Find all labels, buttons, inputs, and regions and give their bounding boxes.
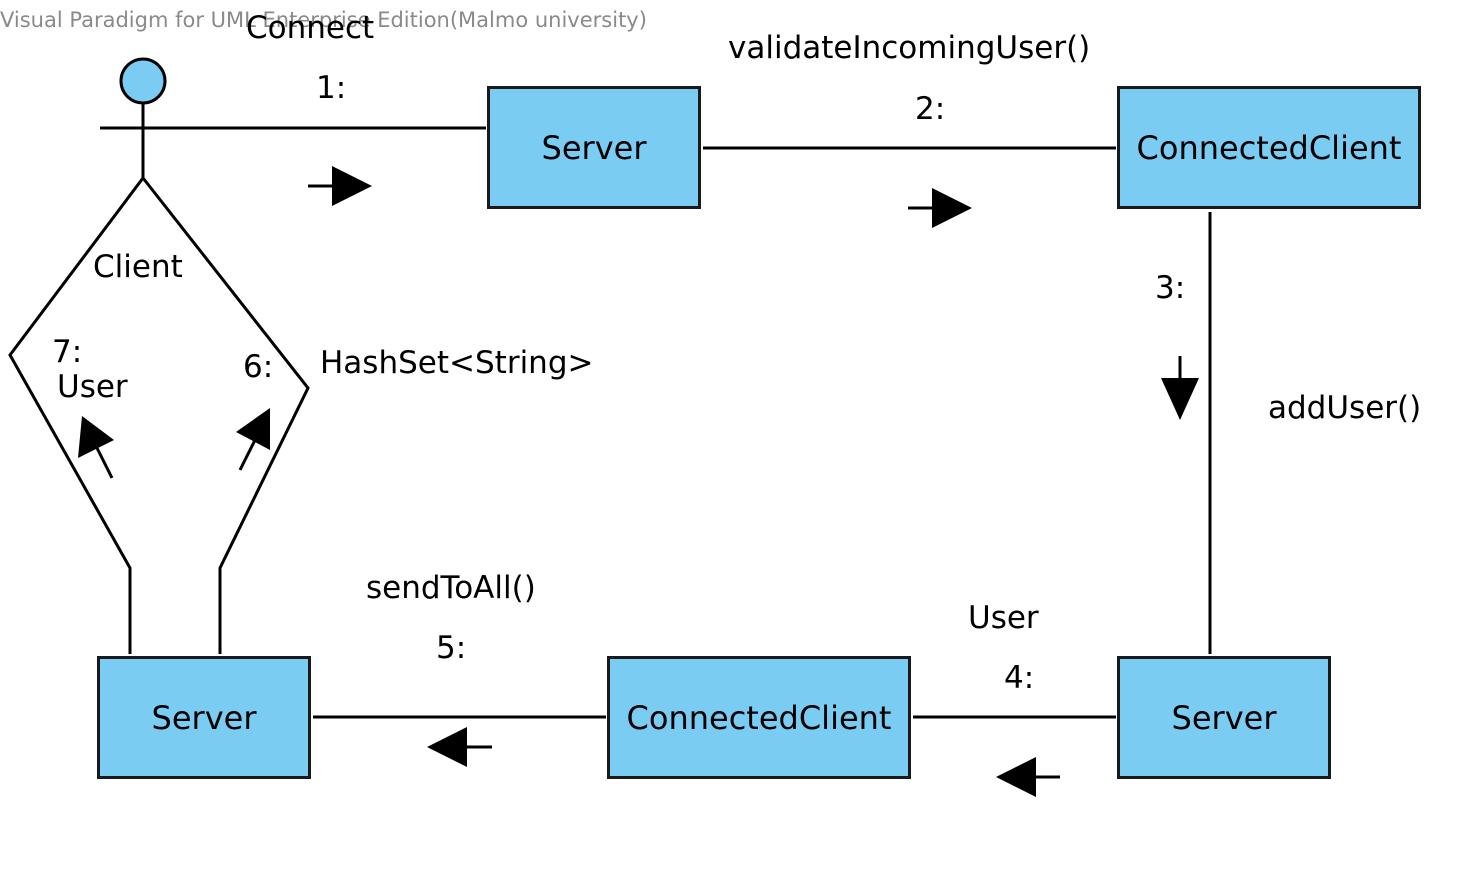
message-arrow-7 <box>78 416 114 479</box>
server-object-bottom-right[interactable]: Server <box>1117 656 1331 779</box>
message-7-name: User <box>57 369 128 405</box>
message-2-number: 2: <box>915 91 946 127</box>
message-6-name: HashSet<String> <box>320 345 594 381</box>
message-6-number: 6: <box>243 349 274 385</box>
connectedclient-object-bottom[interactable]: ConnectedClient <box>607 656 911 779</box>
actor-head <box>119 57 167 105</box>
message-7-number: 7: <box>52 334 83 370</box>
message-arrow-4 <box>996 757 1060 797</box>
message-4-name: User <box>968 600 1039 636</box>
message-arrow-5 <box>427 727 492 767</box>
message-3-name: addUser() <box>1268 390 1422 426</box>
message-1-number: 1: <box>316 70 347 106</box>
link-server-client-left <box>8 177 145 654</box>
server-object-bottom-left[interactable]: Server <box>97 656 311 779</box>
message-1-name: Connect <box>246 10 375 46</box>
message-3-number: 3: <box>1155 270 1186 306</box>
message-4-number: 4: <box>1004 660 1035 696</box>
message-arrow-3 <box>1161 356 1199 420</box>
client-actor[interactable] <box>100 57 186 178</box>
connectedclient-object-top[interactable]: ConnectedClient <box>1117 86 1421 209</box>
message-2-name: validateIncomingUser() <box>728 30 1091 66</box>
watermark-text: Visual Paradigm for UML Enterprise Editi… <box>0 8 647 32</box>
link-server-client-right <box>141 177 310 654</box>
message-arrow-1 <box>308 166 372 206</box>
actor-name: Client <box>93 249 183 285</box>
message-5-name: sendToAll() <box>366 570 536 606</box>
server-object-top[interactable]: Server <box>487 86 701 209</box>
message-arrow-2 <box>908 188 972 228</box>
message-5-number: 5: <box>436 630 467 666</box>
message-arrow-6 <box>236 408 270 471</box>
